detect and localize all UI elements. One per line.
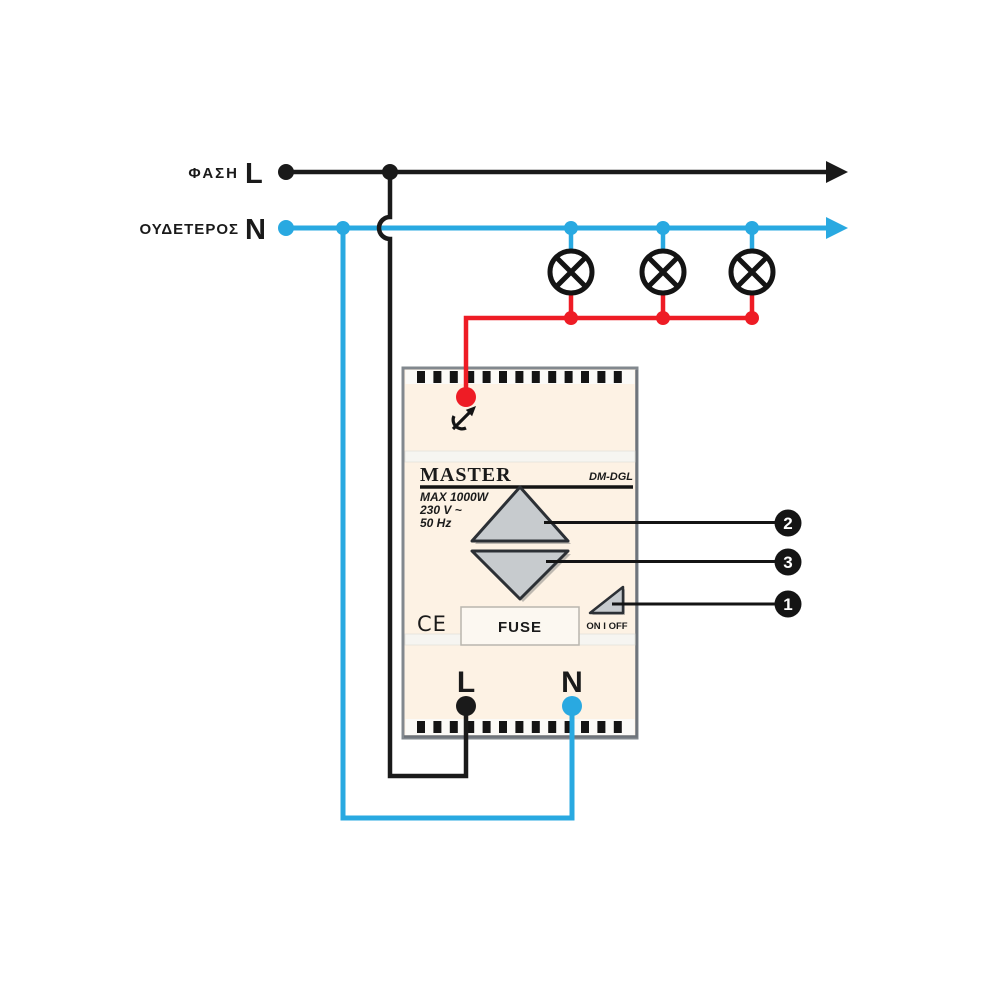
load-lamp3-dot (745, 311, 759, 325)
phase-arrow (826, 161, 848, 183)
module-divider-top (404, 450, 636, 463)
callout-circle-onoff (774, 590, 802, 618)
wiring (286, 161, 848, 821)
onoff-button (588, 585, 625, 615)
fuse-holder (460, 606, 580, 646)
terminal-l-dot (456, 696, 476, 716)
phase-start-dot (278, 164, 294, 180)
callout-circle-dim-down (774, 548, 802, 576)
onoff-label: ON I OFF (586, 621, 627, 632)
neutral-drop-wire (340, 228, 575, 821)
ce-mark: CE (417, 612, 447, 636)
neutral-arrow (826, 217, 848, 239)
phase-terminal-letter: L (245, 158, 263, 190)
fuse-label: FUSE (498, 619, 542, 636)
spec-max-power: MAX 1000W (420, 490, 490, 504)
dimmer-output-icon (451, 406, 476, 431)
terminal-l-label: L (457, 666, 475, 699)
dim-up-button (470, 485, 570, 543)
lamp-symbol (547, 228, 595, 318)
load-output-terminal-dot (456, 387, 476, 407)
callout-number-dim-down: 3 (783, 553, 792, 572)
neutral-label: ΟΥΔΕΤΕΡΟΣ (139, 221, 239, 238)
neutral-terminal-letter: N (245, 214, 266, 246)
connection-dots (278, 164, 759, 716)
module-body-shadow-edge (404, 370, 638, 738)
phase-junction-dot (382, 164, 398, 180)
neutral-lamp2-dot (656, 221, 670, 235)
terminal-n-label: N (561, 666, 583, 699)
phase-drop-wire (376, 172, 469, 779)
neutral-start-dot (278, 220, 294, 236)
callouts: 2 3 1 (544, 509, 802, 618)
model-number: DM-DGL (589, 471, 633, 483)
neutral-lamp3-dot (745, 221, 759, 235)
lamp-symbol (728, 228, 776, 318)
brand-logo: MASTER (420, 464, 512, 486)
callout-circle-dim-up (774, 509, 802, 537)
load-lamp2-dot (656, 311, 670, 325)
callout-number-onoff: 1 (783, 595, 792, 614)
terminal-n-dot (562, 696, 582, 716)
neutral-lamp1-dot (564, 221, 578, 235)
spec-voltage: 230 V ~ (419, 503, 462, 517)
neutral-junction-dot (336, 221, 350, 235)
spec-frequency: 50 Hz (420, 516, 451, 530)
load-lamp1-dot (564, 311, 578, 325)
dimmer-module: MASTER DM-DGL MAX 1000W 230 V ~ 50 Hz ON… (401, 366, 639, 740)
dim-down-button (470, 549, 570, 601)
lamp-symbol (639, 228, 687, 318)
phase-label: ΦΑΣΗ (188, 165, 239, 182)
callout-number-dim-up: 2 (783, 514, 792, 533)
